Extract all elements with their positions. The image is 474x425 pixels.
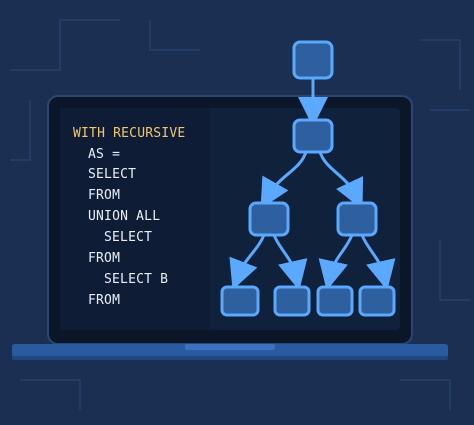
arrow-l2left-to-leaf1 [229, 234, 266, 290]
arrow-l2right-to-leaf3 [318, 234, 354, 291]
code-line-6: SELECT [104, 230, 153, 245]
tree-node-leaf-3 [316, 285, 354, 317]
laptop-base [12, 344, 448, 358]
code-pane-bg [60, 108, 210, 330]
code-line-5: UNION ALL [88, 209, 161, 224]
arrow-l2left-to-leaf2 [272, 234, 308, 291]
tree-node-level2-left [248, 201, 290, 237]
tree-node-leaf-4 [358, 285, 396, 317]
arrow-level1-right [318, 151, 364, 210]
code-line-8: SELECT B [104, 272, 169, 287]
tree-node-level2-right [336, 201, 378, 237]
code-line-9: FROM [88, 293, 121, 308]
code-line-1: WITH RECURSIVE [73, 126, 186, 141]
tree-node-root [292, 40, 334, 80]
laptop-base-shadow [12, 356, 448, 360]
code-line-3: SELECT [88, 167, 137, 182]
code-line-7: FROM [88, 251, 121, 266]
arrow-l2right-to-leaf4 [360, 234, 396, 291]
code-line-2: AS = [88, 147, 121, 162]
laptop-notch [185, 344, 275, 350]
tree-node-level1 [292, 118, 334, 154]
tree-node-leaf-1 [220, 285, 260, 317]
code-line-4: FROM [88, 188, 121, 203]
tree-node-leaf-2 [273, 285, 311, 317]
code-panel: WITH RECURSIVE AS = SELECT FROM UNION AL… [60, 110, 210, 328]
arrow-level1-left [260, 151, 308, 210]
